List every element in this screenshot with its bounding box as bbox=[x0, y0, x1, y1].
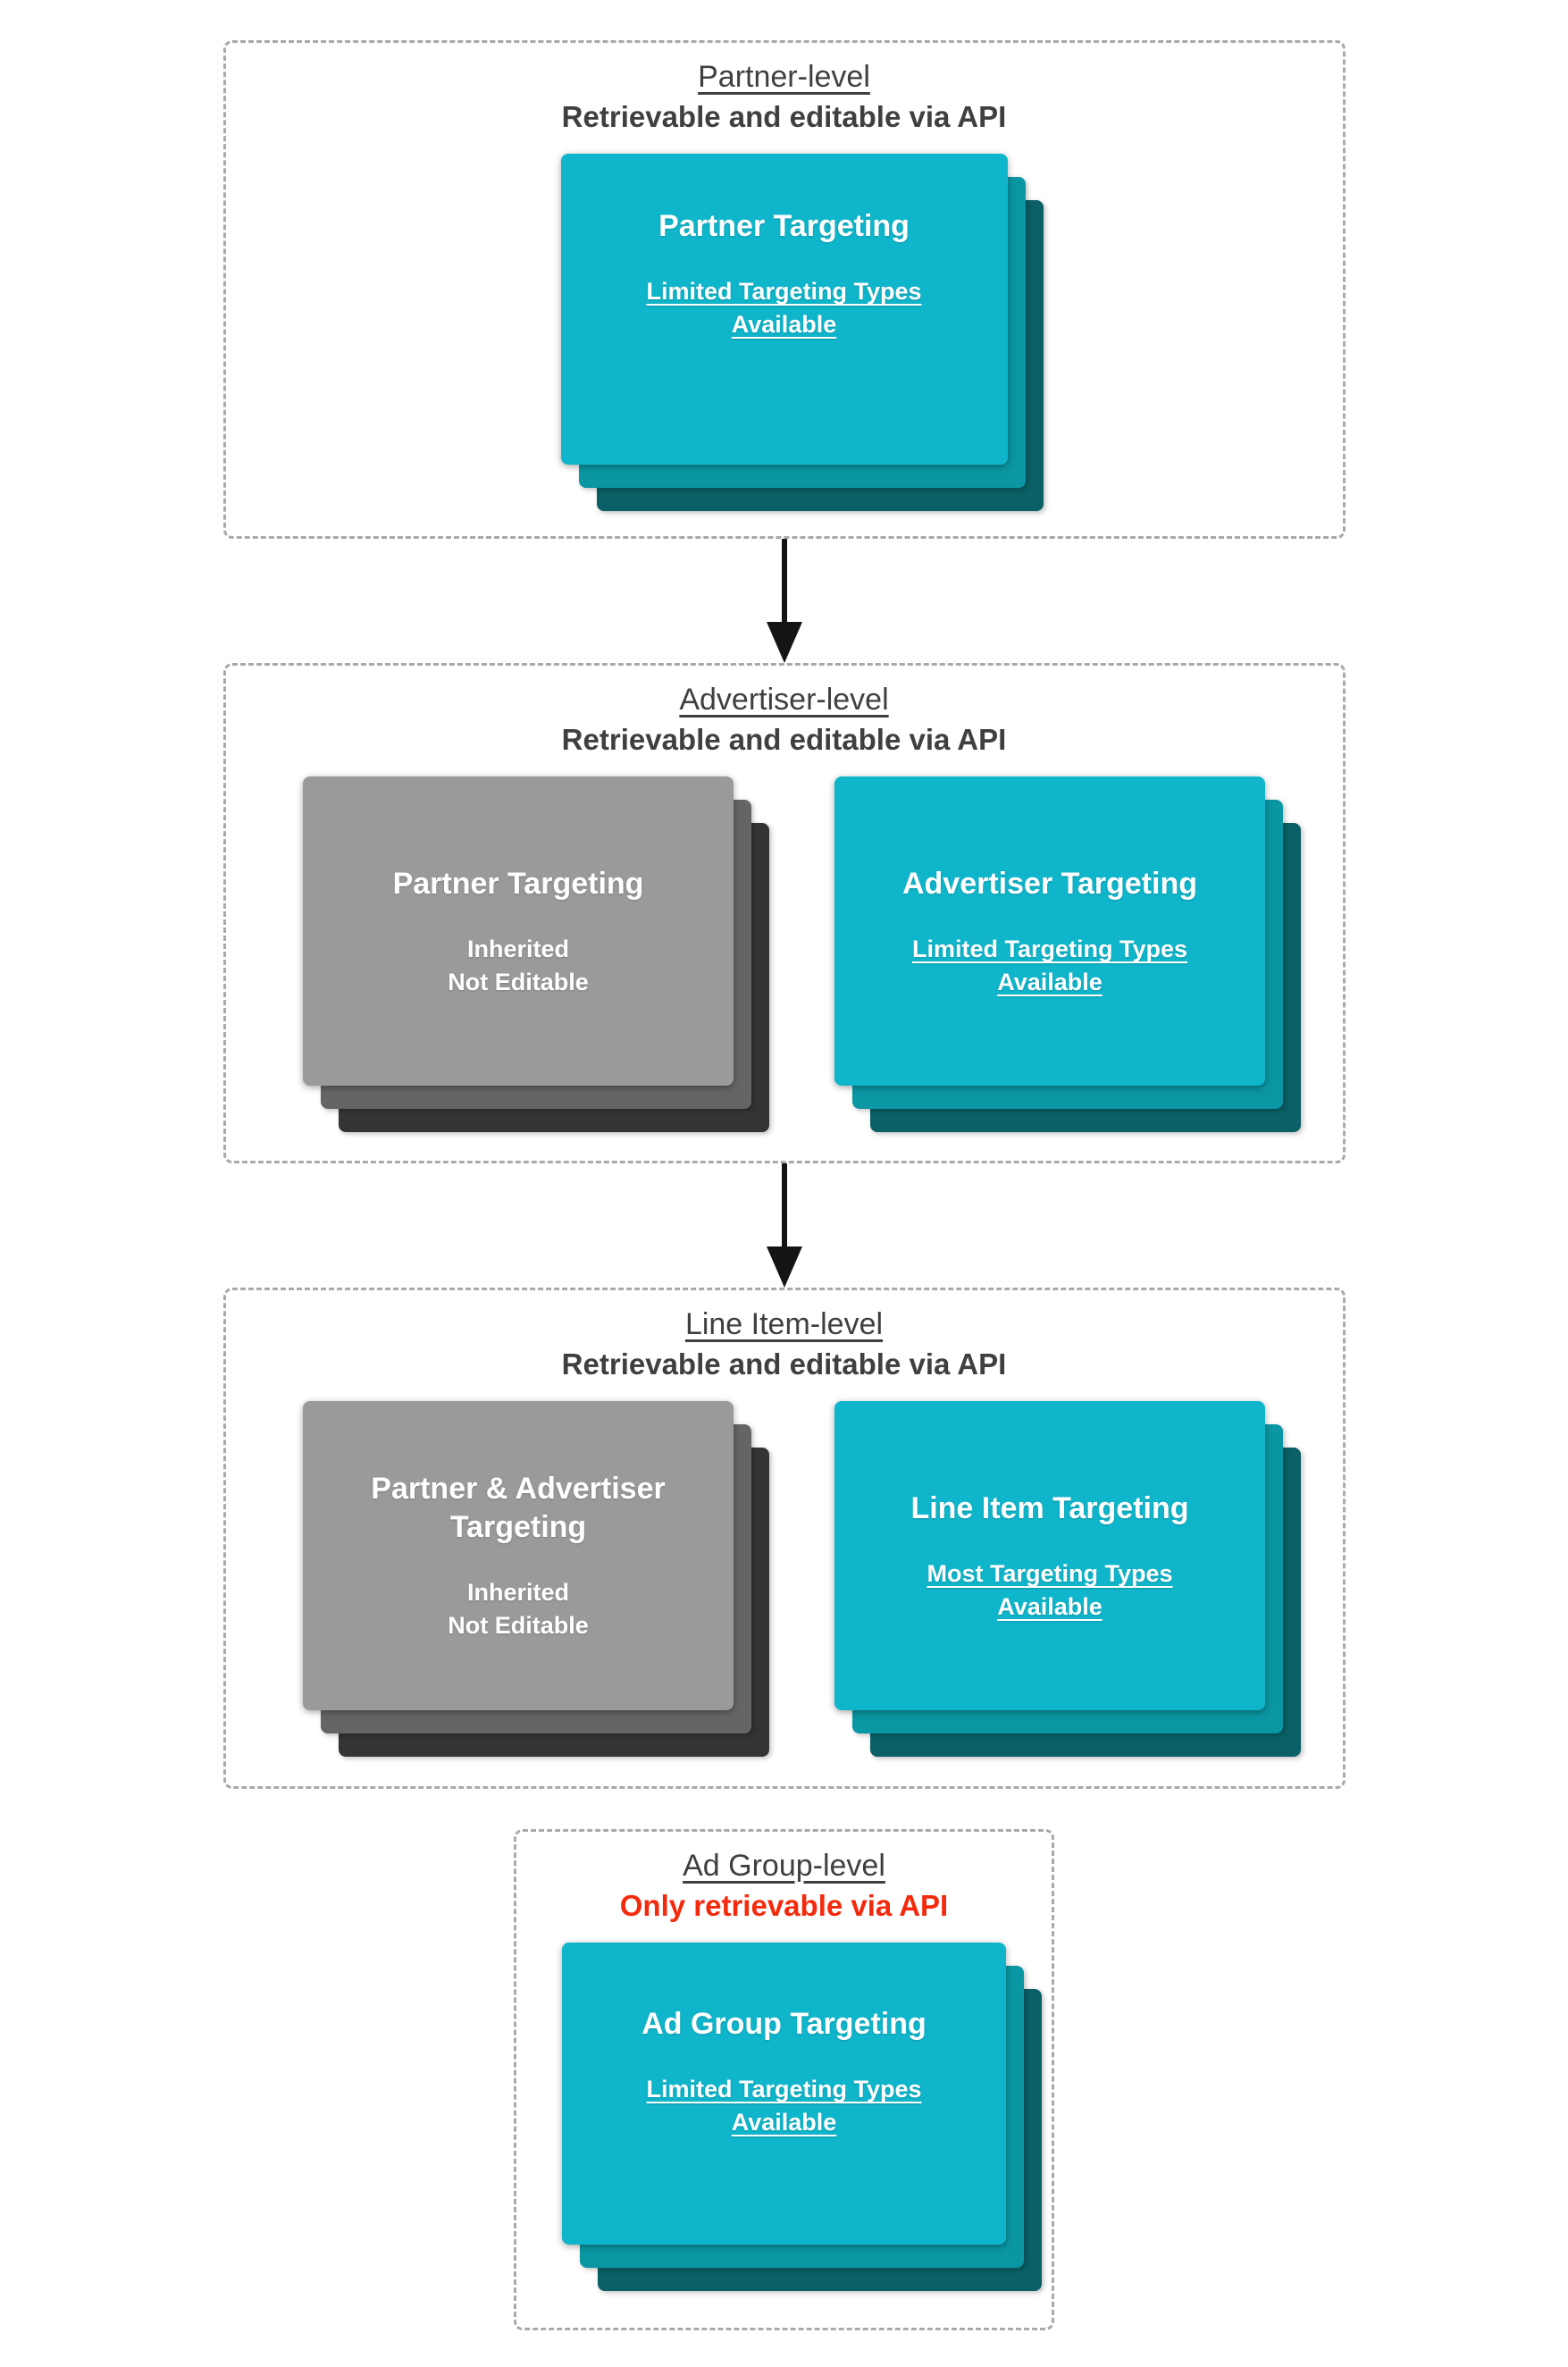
section-header: Line Item-level Retrievable and editable… bbox=[226, 1290, 1343, 1383]
arrow-line bbox=[781, 539, 787, 624]
card-face: Partner & Advertiser Targeting Inherited… bbox=[303, 1401, 734, 1711]
section-subtitle: Retrievable and editable via API bbox=[561, 1347, 1007, 1381]
card-advertiser-targeting: Advertiser Targeting Limited Targeting T… bbox=[834, 776, 1301, 1133]
arrow-line bbox=[781, 1163, 787, 1248]
card-line-item-targeting: Line Item Targeting Most Targeting Types… bbox=[834, 1401, 1301, 1758]
card-face: Advertiser Targeting Limited Targeting T… bbox=[834, 776, 1265, 1087]
card-row: Ad Group Targeting Limited Targeting Typ… bbox=[516, 1943, 1052, 2292]
section-advertiser-level: Advertiser-level Retrievable and editabl… bbox=[222, 663, 1346, 1163]
section-partner-level: Partner-level Retrievable and editable v… bbox=[222, 40, 1346, 539]
card-row: Partner & Advertiser Targeting Inherited… bbox=[226, 1401, 1343, 1758]
card-partner-targeting: Partner Targeting Limited Targeting Type… bbox=[560, 154, 1044, 512]
section-subtitle: Retrievable and editable via API bbox=[561, 722, 1007, 756]
arrow-head-icon bbox=[766, 622, 802, 663]
section-title: Partner-level bbox=[698, 60, 870, 94]
card-note: Not Editable bbox=[448, 1611, 589, 1639]
card-note: Limited Targeting Types Available bbox=[646, 278, 922, 338]
card-note: Most Targeting Types Available bbox=[927, 1560, 1173, 1620]
flow-arrow-down bbox=[766, 1163, 802, 1288]
card-title: Ad Group Targeting bbox=[641, 2006, 927, 2041]
section-header: Advertiser-level Retrievable and editabl… bbox=[226, 666, 1343, 759]
section-title: Advertiser-level bbox=[679, 683, 889, 717]
section-header: Partner-level Retrievable and editable v… bbox=[226, 43, 1343, 136]
card-note: Limited Targeting Types Available bbox=[646, 2076, 922, 2136]
card-inherited-partner-advertiser-targeting: Partner & Advertiser Targeting Inherited… bbox=[303, 1401, 769, 1758]
section-subtitle: Only retrievable via API bbox=[619, 1888, 949, 1922]
card-ad-group-targeting: Ad Group Targeting Limited Targeting Typ… bbox=[562, 1943, 1042, 2292]
flow-arrow-down bbox=[766, 539, 802, 663]
section-title: Ad Group-level bbox=[683, 1849, 885, 1883]
card-note: Inherited bbox=[466, 936, 569, 963]
card-note: Limited Targeting Types Available bbox=[911, 936, 1188, 995]
section-line-item-level: Line Item-level Retrievable and editable… bbox=[222, 1288, 1346, 1789]
arrow-head-icon bbox=[766, 1246, 802, 1288]
card-face: Line Item Targeting Most Targeting Types… bbox=[834, 1401, 1265, 1711]
card-title: Advertiser Targeting bbox=[901, 866, 1197, 901]
card-title: Partner & Advertiser Targeting bbox=[371, 1472, 666, 1544]
section-header: Ad Group-level Only retrievable via API bbox=[516, 1832, 1052, 1925]
card-face: Partner Targeting Inherited Not Editable bbox=[303, 776, 734, 1087]
card-title: Partner Targeting bbox=[392, 866, 644, 901]
card-row: Partner Targeting Inherited Not Editable… bbox=[226, 776, 1343, 1133]
card-inherited-partner-targeting: Partner Targeting Inherited Not Editable bbox=[303, 776, 769, 1133]
card-note: Not Editable bbox=[448, 968, 589, 995]
card-title: Partner Targeting bbox=[658, 208, 910, 243]
card-title: Line Item Targeting bbox=[910, 1490, 1189, 1525]
card-row: Partner Targeting Limited Targeting Type… bbox=[226, 154, 1343, 512]
section-subtitle: Retrievable and editable via API bbox=[561, 99, 1007, 133]
card-note: Inherited bbox=[466, 1579, 569, 1607]
section-ad-group-level: Ad Group-level Only retrievable via API … bbox=[514, 1829, 1054, 2330]
card-face: Ad Group Targeting Limited Targeting Typ… bbox=[562, 1943, 1006, 2245]
section-title: Line Item-level bbox=[684, 1307, 884, 1341]
card-face: Partner Targeting Limited Targeting Type… bbox=[560, 154, 1008, 466]
